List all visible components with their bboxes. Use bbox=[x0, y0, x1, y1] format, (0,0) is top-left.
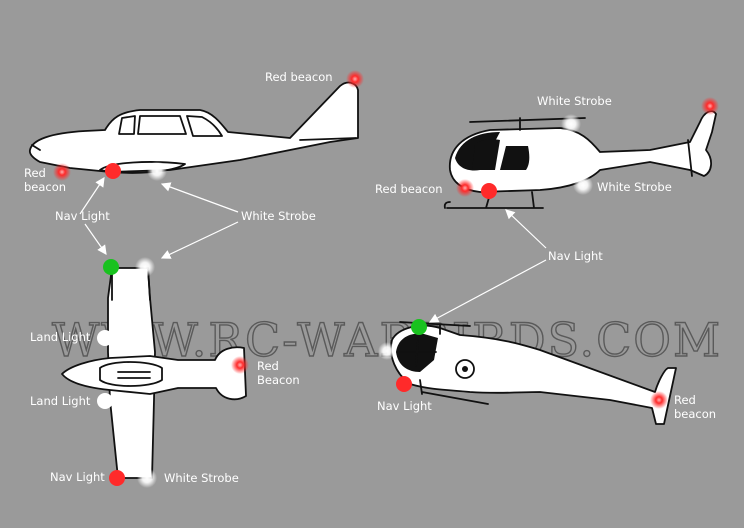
labels: Red beacon Red beacon Nav Light White St… bbox=[24, 70, 716, 485]
helicopter-side-view bbox=[443, 110, 717, 209]
label-beacon: beacon bbox=[674, 407, 716, 421]
green-nav-light bbox=[103, 259, 119, 275]
label-red-beacon: Red beacon bbox=[265, 70, 333, 84]
red-beacon-light bbox=[53, 163, 71, 181]
label-white-strobe: White Strobe bbox=[241, 209, 316, 223]
label-nav-light: Nav Light bbox=[377, 399, 432, 413]
label-red: Red bbox=[257, 359, 279, 373]
white-strobe-light bbox=[135, 257, 155, 277]
red-beacon-light bbox=[650, 391, 668, 409]
red-nav-light bbox=[105, 163, 121, 179]
red-beacon-light bbox=[456, 179, 474, 197]
label-land-light: Land Light bbox=[30, 330, 91, 344]
red-beacon-light bbox=[231, 356, 249, 374]
label-white-strobe: White Strobe bbox=[597, 180, 672, 194]
label-nav-light: Nav Light bbox=[548, 249, 603, 263]
land-light bbox=[97, 330, 113, 346]
pointer-arrows bbox=[79, 177, 547, 323]
white-strobe-light bbox=[561, 114, 581, 134]
red-beacon-light bbox=[346, 70, 364, 88]
label-red: Red bbox=[24, 166, 46, 180]
green-nav-light bbox=[411, 319, 427, 335]
light-markers bbox=[53, 70, 719, 488]
label-white-strobe: White Strobe bbox=[537, 94, 612, 108]
red-nav-light bbox=[396, 376, 412, 392]
label-white-strobe: White Strobe bbox=[164, 471, 239, 485]
label-nav-light: Nav Light bbox=[50, 470, 105, 484]
red-nav-light bbox=[481, 183, 497, 199]
white-strobe-light bbox=[137, 468, 157, 488]
white-strobe-light bbox=[147, 161, 167, 181]
land-light bbox=[97, 393, 113, 409]
red-beacon-light bbox=[701, 97, 719, 115]
airplane-side-view bbox=[28, 81, 359, 174]
label-red-beacon: Red beacon bbox=[375, 182, 443, 196]
label-red: Red bbox=[674, 393, 696, 407]
red-nav-light bbox=[109, 470, 125, 486]
label-beacon: Beacon bbox=[257, 373, 300, 387]
airplane-top-view bbox=[61, 267, 247, 479]
white-strobe-light bbox=[378, 342, 396, 360]
white-strobe-light bbox=[573, 175, 593, 195]
label-nav-light: Nav Light bbox=[55, 209, 110, 223]
label-beacon: beacon bbox=[24, 180, 66, 194]
helicopter-quarter-view bbox=[390, 321, 677, 425]
label-land-light: Land Light bbox=[30, 394, 91, 408]
